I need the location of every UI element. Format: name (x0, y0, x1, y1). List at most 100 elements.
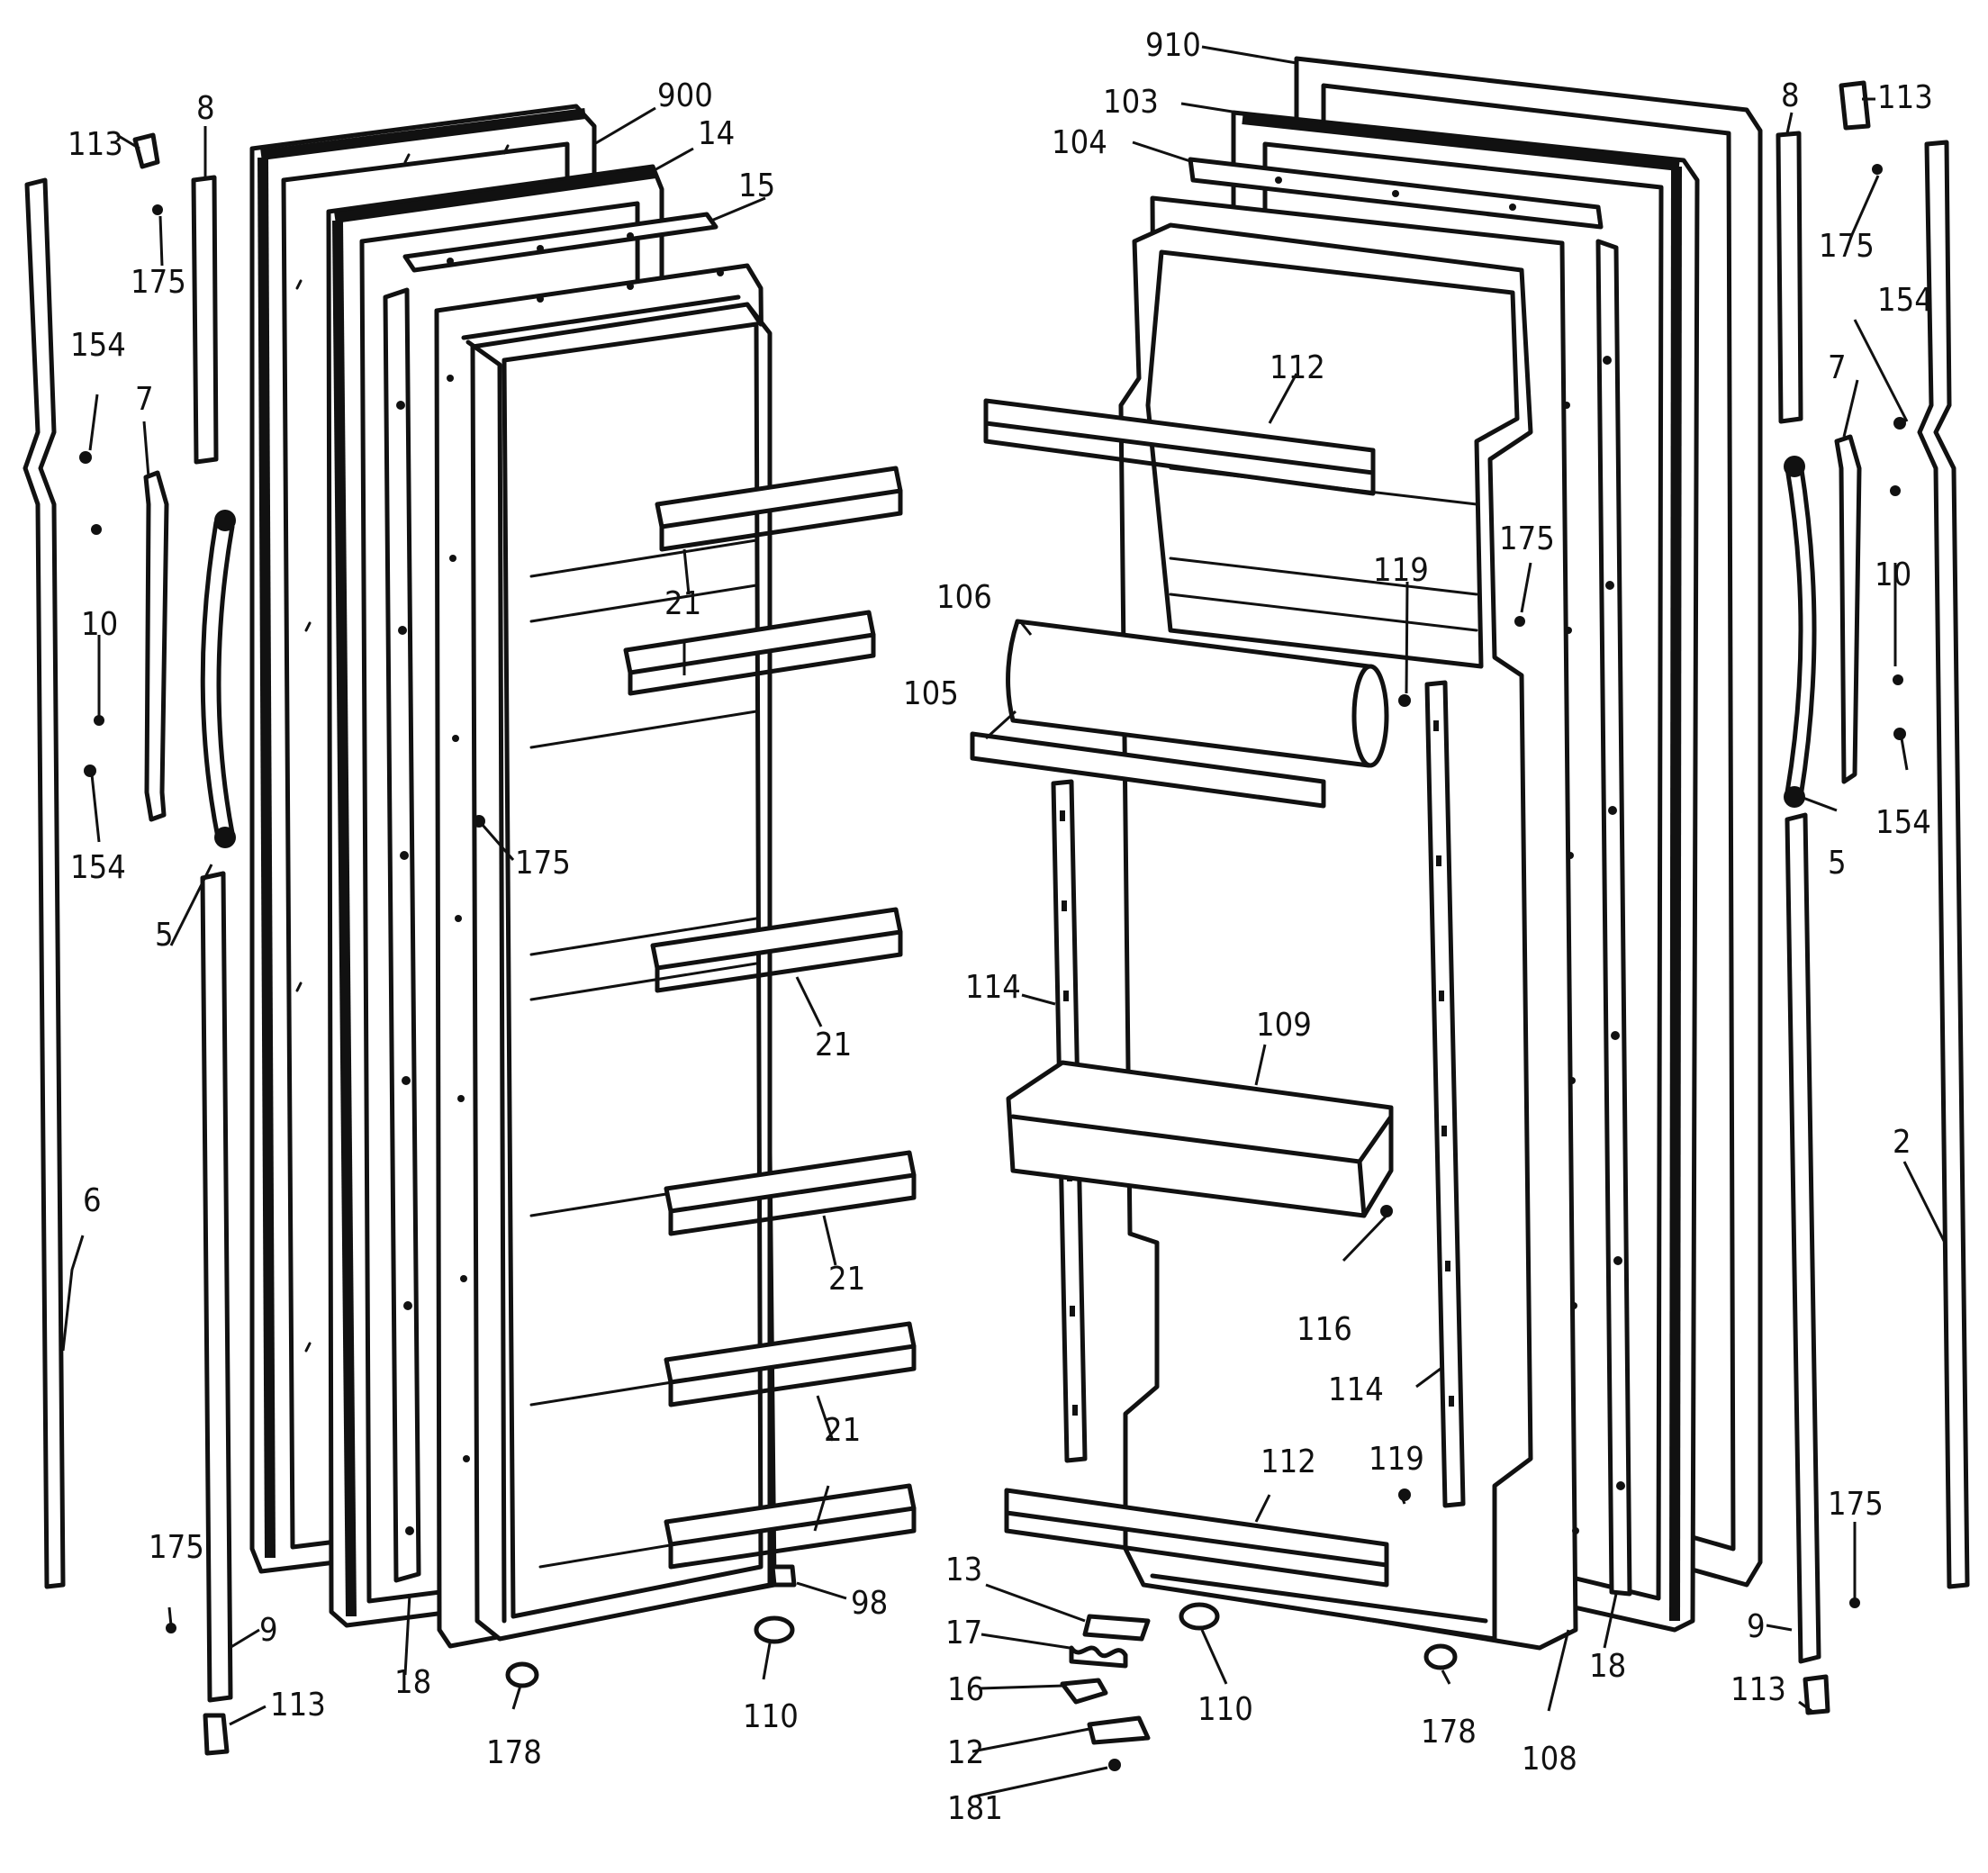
label-9-left: 9 (259, 1612, 278, 1649)
label-103: 103 (1103, 84, 1159, 121)
label-16: 16 (947, 1671, 984, 1708)
label-17: 17 (945, 1615, 982, 1651)
label-175-r1: 175 (1819, 228, 1875, 265)
label-105: 105 (903, 675, 959, 712)
plug-178-right (1423, 1643, 1458, 1670)
label-175-l1: 175 (131, 264, 186, 301)
handle-trim-7-right (1834, 434, 1862, 784)
label-175-r2: 175 (1828, 1486, 1884, 1523)
leader-lines (61, 45, 1947, 1798)
label-114-left: 114 (965, 969, 1021, 1006)
label-178-left: 178 (486, 1734, 542, 1771)
label-21-a: 21 (664, 585, 701, 622)
door-shelf-21-5 (664, 1321, 917, 1407)
door-shelf-21-2 (623, 610, 876, 696)
label-119-bottom: 119 (1369, 1441, 1424, 1478)
door-shelf-112-bottom (1004, 1488, 1389, 1588)
label-175-r-mid: 175 (1499, 520, 1555, 557)
label-104: 104 (1052, 124, 1107, 161)
label-18-left: 18 (394, 1664, 431, 1701)
screws-left (79, 204, 485, 1633)
label-5-right: 5 (1828, 845, 1847, 882)
rail-114-right (1424, 680, 1466, 1508)
label-154-l2: 154 (70, 849, 126, 886)
label-113-br: 113 (1730, 1671, 1786, 1708)
label-119-top: 119 (1373, 552, 1429, 589)
label-7-right: 7 (1828, 349, 1847, 386)
label-108: 108 (1522, 1741, 1577, 1778)
label-21-d: 21 (824, 1412, 861, 1449)
label-6: 6 (83, 1182, 102, 1219)
top-bracket-104 (1188, 157, 1604, 230)
label-98: 98 (851, 1585, 888, 1622)
door-shelf-112-top (983, 398, 1376, 496)
end-cap-113-br (1803, 1674, 1830, 1715)
label-181: 181 (947, 1790, 1003, 1827)
handle-trim-7-left (143, 470, 169, 822)
left-door-assembly (23, 104, 917, 1756)
trim-strip-2 (1917, 140, 1970, 1589)
handle-cap-8-left (191, 175, 219, 465)
label-900: 900 (657, 77, 713, 114)
label-10-right: 10 (1875, 556, 1911, 593)
handle-5-right (1784, 456, 1817, 808)
dairy-shelf-105 (970, 731, 1326, 809)
dairy-door-106 (1006, 619, 1389, 768)
label-109: 109 (1256, 1007, 1312, 1044)
label-106: 106 (936, 579, 992, 616)
side-strip-18-right (1595, 239, 1632, 1597)
label-112-top: 112 (1270, 349, 1325, 386)
part-number-labels: 900 14 15 113 8 175 154 7 10 154 5 6 175… (68, 27, 1933, 1827)
door-bin-109 (1006, 1060, 1394, 1218)
handle-5-left (200, 510, 236, 848)
screws-right (1849, 164, 1906, 1608)
label-9-right: 9 (1747, 1608, 1766, 1645)
label-12: 12 (947, 1734, 984, 1771)
label-18-right: 18 (1589, 1648, 1626, 1685)
label-154-r1: 154 (1877, 282, 1933, 319)
label-2: 2 (1893, 1124, 1911, 1161)
door-shelf-21-4 (664, 1150, 917, 1236)
bushing-110-right (1179, 1602, 1220, 1631)
label-113-tl: 113 (68, 126, 123, 163)
door-shelf-21-6 (664, 1483, 917, 1570)
label-114-right: 114 (1328, 1371, 1384, 1408)
door-shelf-21-1 (655, 466, 903, 552)
label-7-left: 7 (135, 381, 154, 418)
label-113-tr: 113 (1877, 79, 1933, 116)
label-14: 14 (698, 115, 735, 152)
label-8-right: 8 (1781, 77, 1800, 114)
label-10-left: 10 (81, 606, 118, 643)
label-110-left: 110 (743, 1698, 799, 1735)
end-cap-113-tl (132, 132, 160, 169)
label-21-b: 21 (815, 1027, 852, 1063)
label-175-mid: 175 (515, 845, 571, 882)
label-154-r2: 154 (1875, 804, 1931, 841)
label-910: 910 (1145, 27, 1201, 64)
door-shelf-21-3 (650, 907, 903, 993)
end-cap-113-bl (203, 1713, 230, 1756)
trim-strip-6 (23, 177, 66, 1589)
label-178-right: 178 (1421, 1714, 1477, 1751)
label-116: 116 (1297, 1311, 1352, 1348)
label-175-l2: 175 (149, 1529, 204, 1566)
label-154-l1: 154 (70, 327, 126, 364)
label-110-right: 110 (1197, 1691, 1253, 1728)
end-cap-113-tr (1839, 80, 1871, 131)
inner-door-liner-right (1118, 195, 1579, 1651)
right-door-assembly (970, 56, 1970, 1771)
handle-base-9-left (200, 871, 233, 1703)
bushing-110-left (754, 1615, 795, 1644)
label-112-bottom: 112 (1261, 1443, 1316, 1480)
handle-cap-8-right (1776, 131, 1803, 424)
handle-base-9-right (1785, 812, 1821, 1664)
plug-178-left (505, 1661, 539, 1688)
top-bracket-15 (402, 212, 718, 273)
label-8-left: 8 (196, 90, 215, 127)
hinge-parts (1060, 1614, 1151, 1771)
clip-98 (770, 1564, 797, 1588)
label-5-left: 5 (155, 917, 174, 954)
label-21-c: 21 (828, 1261, 865, 1298)
label-113-bl: 113 (270, 1687, 326, 1724)
